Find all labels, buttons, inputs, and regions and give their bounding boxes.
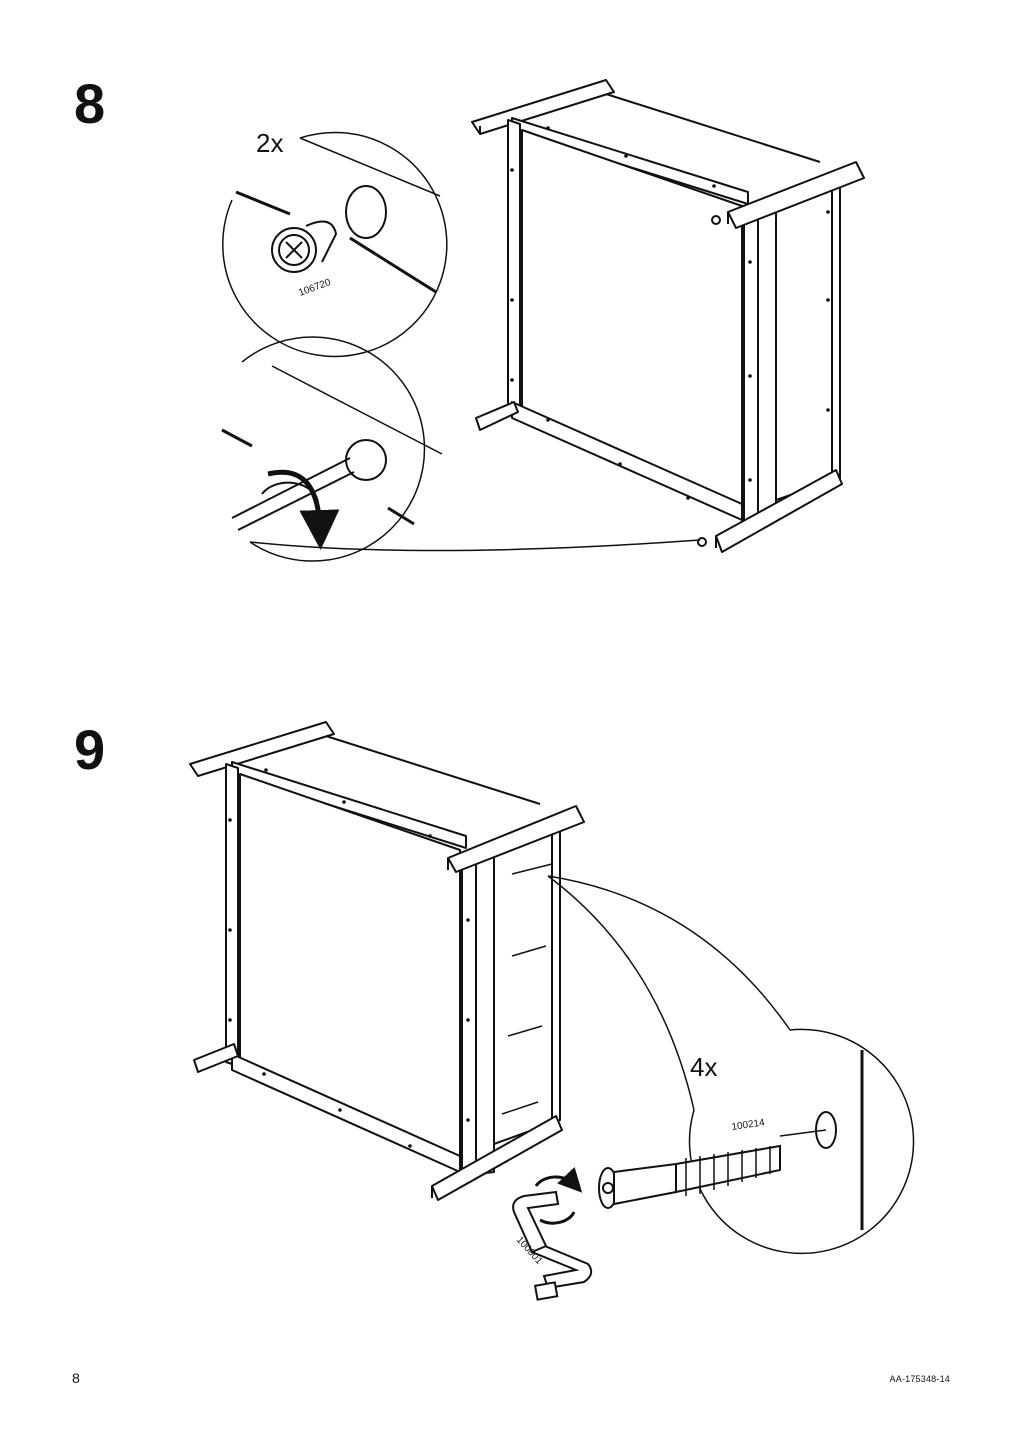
step-8-quantity: 2x [256,128,283,158]
step-9-quantity: 4x [690,1052,717,1082]
step-8-part-number: 106720 [297,277,333,299]
step-8-number: 8 [74,72,106,135]
screw-icon [598,1144,781,1209]
step-9-detail-screw [547,875,915,1255]
page-number: 8 [72,1370,80,1386]
step-9-number: 9 [74,718,106,781]
step-9-frame-drawing [189,721,585,1201]
document-code: AA-175348-14 [889,1374,950,1384]
step-8-frame-drawing [471,79,865,553]
step-8-detail-cam-lock [222,131,448,358]
step-9-part-number: 100214 [731,1117,766,1133]
allen-key-icon [512,1167,593,1301]
step-8-detail-tighten [221,336,701,562]
